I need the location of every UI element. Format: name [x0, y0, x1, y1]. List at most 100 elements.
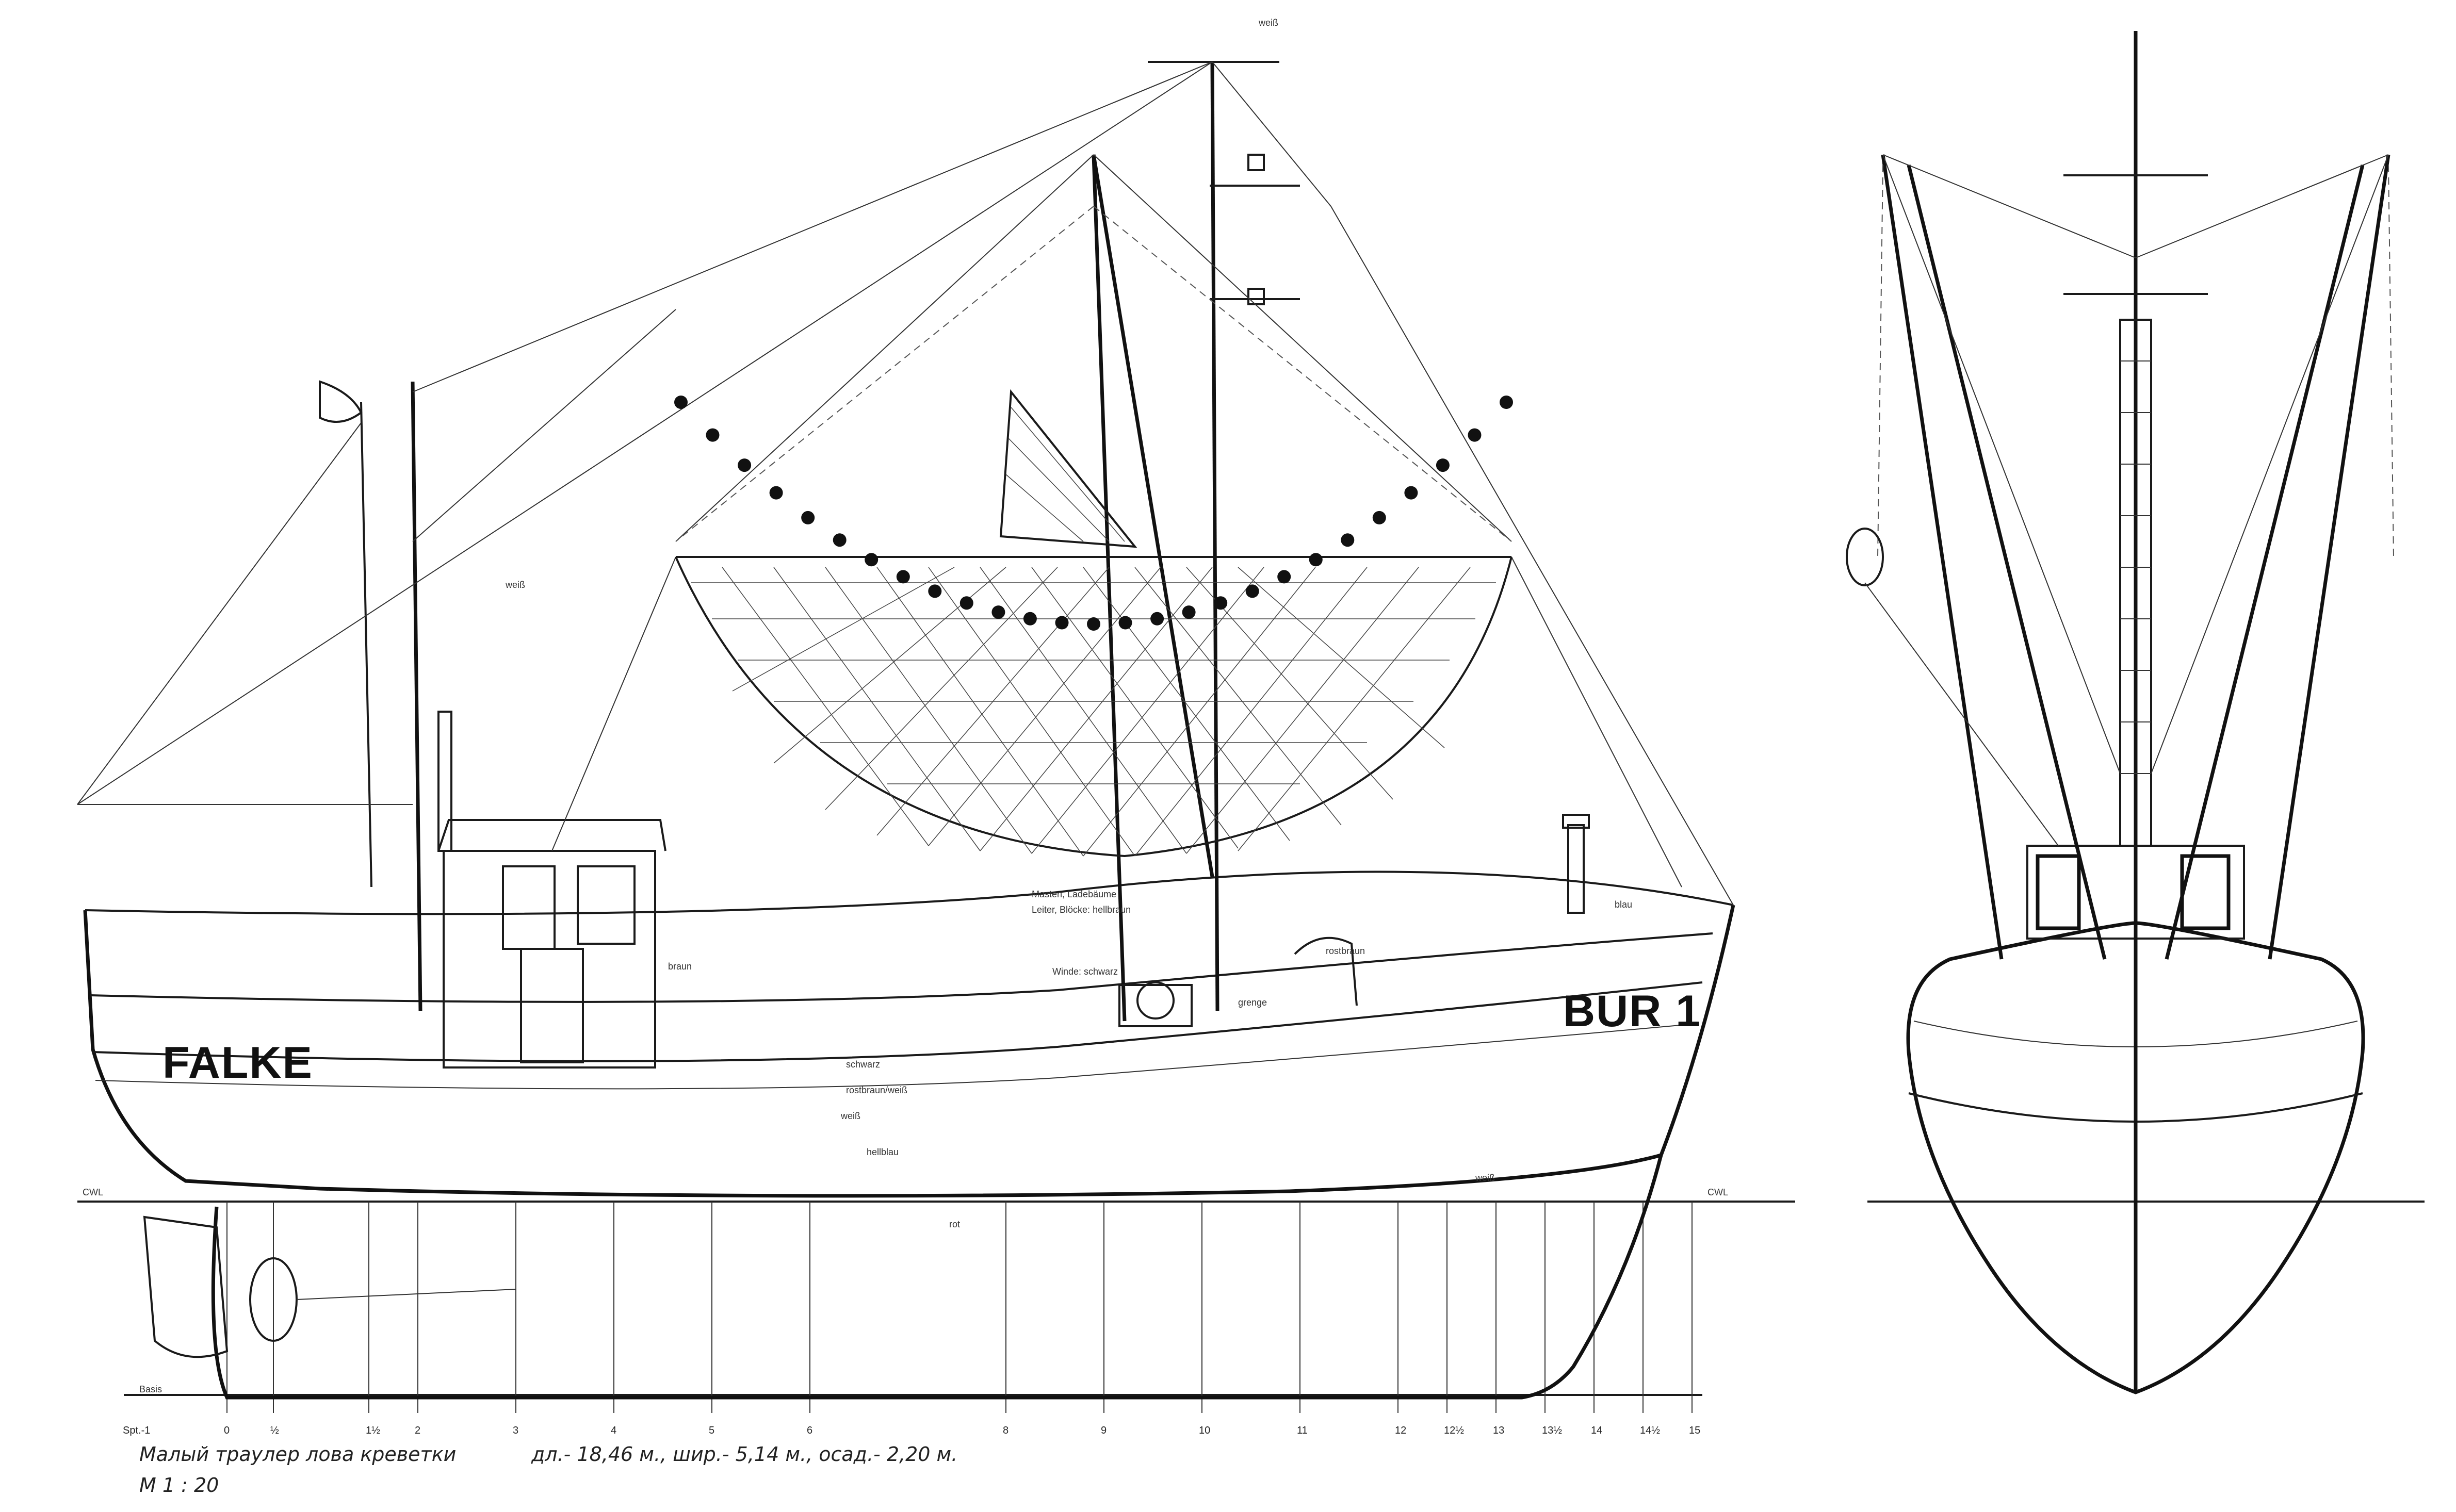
label-rostbraun-weiss: rostbraun/weiß — [846, 1085, 907, 1095]
caption-dimensions: дл.- 18,46 м., шир.- 5,14 м., осад.- 2,2… — [531, 1443, 958, 1466]
net-ring — [1023, 612, 1037, 626]
net-ring — [1055, 616, 1069, 630]
net-ring — [1182, 605, 1196, 619]
station-label: 8 — [1003, 1425, 1009, 1436]
net-ring — [1150, 612, 1164, 626]
net-ring — [1341, 533, 1355, 547]
outrigger-left — [1881, 154, 2004, 960]
front-mast-ladder — [2119, 319, 2152, 847]
label-grenge: grenge — [1238, 997, 1267, 1008]
station-label: 11 — [1297, 1425, 1308, 1436]
station-label: 15 — [1689, 1425, 1700, 1436]
net-ring — [1500, 396, 1513, 409]
net-ring — [1404, 486, 1418, 500]
label-rostbraun: rostbraun — [1326, 946, 1365, 956]
label-weiss-deck: weiß — [840, 1111, 860, 1121]
caption-title: Малый траулер лова креветки — [139, 1443, 457, 1466]
net-ring — [1277, 570, 1291, 584]
front-chain-left — [1877, 165, 1883, 557]
net-ring — [928, 584, 942, 598]
rudder — [143, 1215, 229, 1358]
rigging-lines — [77, 61, 1734, 906]
exhaust-stack — [437, 711, 452, 852]
label-winde: Winde: schwarz — [1052, 966, 1118, 977]
front-guy-right — [2151, 154, 2389, 774]
caption-scale: М 1 : 20 — [139, 1474, 219, 1497]
net-ring — [1436, 458, 1450, 472]
station-label: 6 — [807, 1425, 812, 1436]
net-ring — [769, 486, 783, 500]
funnel-cap — [1562, 814, 1590, 829]
net-ring — [1087, 617, 1100, 631]
frame-station-lines — [226, 1202, 1693, 1413]
hull-outline — [83, 905, 1735, 1198]
deck-line — [90, 932, 1713, 1003]
net-ring — [1372, 511, 1386, 524]
outrigger-right — [2268, 154, 2390, 960]
station-label: 13½ — [1542, 1425, 1562, 1436]
net-ring — [738, 458, 752, 472]
label-blau: blau — [1615, 899, 1632, 910]
derrick-boom-secondary — [1092, 154, 1214, 877]
net-ring — [1214, 596, 1228, 610]
label-weiss-top: weiß — [1258, 18, 1278, 28]
station-prefix: Spt.-1 — [123, 1425, 150, 1436]
station-label: 14 — [1591, 1425, 1602, 1436]
label-leiter: Leiter, Blöcke: hellbraun — [1032, 905, 1131, 915]
station-label: 12 — [1395, 1425, 1406, 1436]
wheelhouse — [437, 819, 666, 1069]
funnel — [1567, 824, 1585, 914]
net-ring — [865, 553, 879, 567]
station-label: ½ — [270, 1425, 279, 1436]
outrigger-left-inner — [1907, 165, 2107, 960]
waterline-label-left: CWL — [83, 1187, 103, 1197]
net-rings — [674, 396, 1513, 631]
winch — [1136, 981, 1175, 1020]
propeller-shaft — [296, 1289, 516, 1300]
label-masten: Masten, Ladebäume — [1032, 889, 1116, 899]
station-label: 12½ — [1444, 1425, 1464, 1436]
navigation-light-upper — [1247, 154, 1265, 171]
net-ring — [896, 570, 910, 584]
basis-label: Basis — [139, 1384, 162, 1394]
station-label: 2 — [415, 1425, 420, 1436]
station-label: 5 — [709, 1425, 714, 1436]
front-ladder-rungs — [2120, 360, 2151, 774]
net-ring — [959, 596, 973, 610]
registration-label: BUR 1 — [1563, 987, 1701, 1036]
flag — [319, 380, 363, 423]
front-warp-left — [1864, 582, 2059, 846]
label-hellblau: hellblau — [867, 1147, 899, 1157]
port-name-label: FALKE — [162, 1038, 313, 1088]
station-label: 4 — [611, 1425, 616, 1436]
waterline-label-right: CWL — [1707, 1187, 1728, 1197]
keel-line — [211, 1155, 1663, 1400]
station-label: 13 — [1493, 1425, 1504, 1436]
gallows — [1294, 936, 1358, 1006]
net-ring — [1118, 616, 1132, 630]
station-label: 3 — [513, 1425, 518, 1436]
label-rot: rot — [949, 1219, 960, 1229]
net-ring — [991, 605, 1005, 619]
label-weiss-hull: weiß — [1475, 1173, 1495, 1183]
net-ring — [801, 511, 815, 524]
station-label: 10 — [1199, 1425, 1210, 1436]
net-ring — [1309, 553, 1323, 567]
front-view — [1846, 31, 2425, 1394]
label-schwarz: schwarz — [846, 1059, 880, 1070]
net-ring — [706, 428, 720, 442]
net-ring — [674, 396, 688, 409]
station-label: 0 — [224, 1425, 230, 1436]
station-label: 9 — [1101, 1425, 1107, 1436]
net-ring — [1245, 584, 1259, 598]
net-ring — [1468, 428, 1482, 442]
outrigger-right-inner — [2165, 165, 2365, 960]
front-stay-right — [2135, 154, 2389, 258]
front-window-left — [2036, 854, 2081, 930]
flag-staff — [360, 402, 372, 888]
net-ring — [833, 533, 847, 547]
bulwark-top — [85, 870, 1734, 915]
